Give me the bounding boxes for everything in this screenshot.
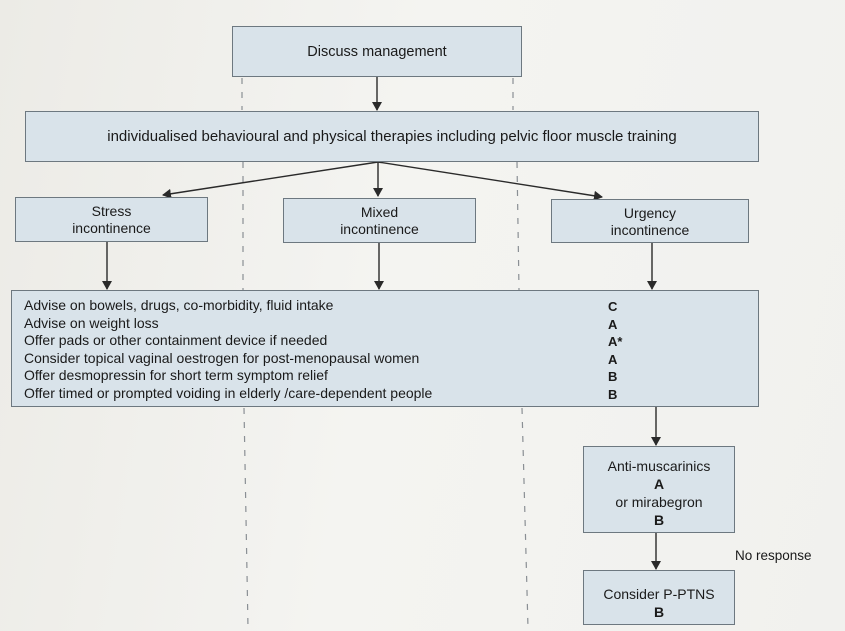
mixed-incontinence-node: Mixed incontinence — [283, 198, 476, 243]
ptns-label: Consider P-PTNS — [603, 586, 715, 602]
advice-text: Offer desmopressin for short term sympto… — [24, 367, 328, 383]
advice-grade: B — [608, 369, 618, 384]
arrow-to-urgency — [377, 161, 603, 201]
advice-row: Offer desmopressin for short term sympto… — [24, 367, 754, 385]
advice-grade: A — [608, 352, 618, 367]
advice-row: Offer timed or prompted voiding in elder… — [24, 385, 754, 403]
ptns-grade: B — [653, 604, 665, 620]
stress-label-line1: Stress — [91, 203, 132, 219]
advice-text: Consider topical vaginal oestrogen for p… — [24, 350, 420, 366]
advice-row: Advise on bowels, drugs, co-morbidity, f… — [24, 297, 754, 315]
advice-grade: B — [608, 387, 618, 402]
advice-text: Offer timed or prompted voiding in elder… — [24, 385, 433, 401]
advice-text: Advise on weight loss — [24, 315, 159, 331]
guide-line-left-lower — [243, 407, 249, 629]
advice-text: Offer pads or other containment device i… — [24, 332, 328, 348]
discuss-management-node: Discuss management — [232, 26, 522, 77]
antimuscarinics-node: Anti-muscarinics A or mirabegron B — [583, 446, 735, 533]
mirabegron-grade: B — [653, 512, 665, 528]
therapies-label: individualised behavioural and physical … — [107, 128, 677, 145]
antimuscarinics-grade: A — [653, 476, 665, 492]
urgency-label-line1: Urgency — [623, 205, 677, 221]
advice-row: Advise on weight loss A — [24, 315, 754, 333]
urgency-label-line2: incontinence — [610, 222, 690, 238]
advice-node: Advise on bowels, drugs, co-morbidity, f… — [11, 290, 759, 407]
guide-line-right-middle — [516, 161, 520, 291]
advice-text: Advise on bowels, drugs, co-morbidity, f… — [24, 297, 334, 313]
no-response-label: No response — [735, 548, 812, 563]
guide-line-right-lower — [521, 407, 529, 629]
antimuscarinics-label: Anti-muscarinics — [607, 458, 711, 474]
ptns-node: Consider P-PTNS B — [583, 570, 735, 625]
discuss-management-label: Discuss management — [307, 44, 447, 60]
advice-grade: A — [608, 317, 618, 332]
advice-grade: C — [608, 299, 618, 314]
mirabegron-label: or mirabegron — [615, 494, 703, 510]
urgency-incontinence-node: Urgency incontinence — [551, 199, 749, 243]
arrow-to-stress — [162, 161, 379, 199]
mixed-label-line2: incontinence — [340, 221, 419, 237]
advice-row: Offer pads or other containment device i… — [24, 332, 754, 350]
mixed-label-line1: Mixed — [360, 204, 399, 220]
stress-label-line2: incontinence — [72, 220, 151, 236]
advice-row: Consider topical vaginal oestrogen for p… — [24, 350, 754, 368]
therapies-node: individualised behavioural and physical … — [25, 111, 759, 162]
stress-incontinence-node: Stress incontinence — [15, 197, 208, 242]
advice-grade: A* — [608, 334, 623, 349]
